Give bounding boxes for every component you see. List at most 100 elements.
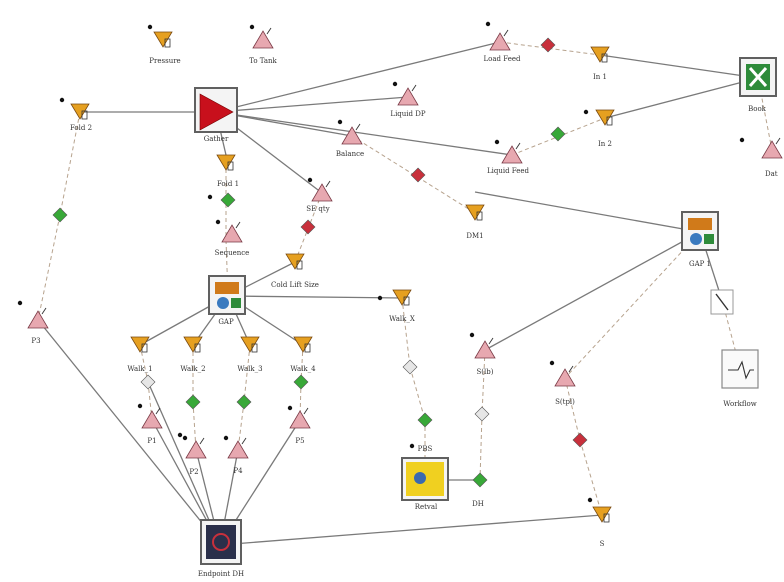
up-node-arrow [503, 29, 509, 37]
connector-line [479, 413, 483, 481]
marker-dot [249, 24, 255, 30]
connector-line [37, 319, 221, 546]
up-node-icon [761, 140, 783, 159]
connector-line [481, 349, 486, 415]
down-node-icon [595, 109, 615, 126]
down-node-icon [240, 336, 260, 353]
up-node-arrow [568, 365, 574, 373]
marker-dot [182, 435, 188, 441]
gap-icon-top [215, 282, 239, 294]
down-node-tail [403, 296, 410, 306]
up-node-icon [221, 224, 243, 243]
label-in1: In 1 [593, 73, 607, 81]
up-node-arrow [41, 307, 47, 315]
down-node-icon [130, 336, 150, 353]
label-walkx: Walk_X [389, 315, 415, 323]
up-node-arrow [155, 407, 161, 415]
up-node-icon [141, 410, 163, 429]
connector-line [215, 96, 409, 113]
diamond-icon [472, 472, 488, 488]
gap-icon-block [704, 234, 714, 244]
label-balance: Balance [335, 150, 365, 158]
label-walk4: Walk_4 [290, 365, 316, 373]
label-walk3: Walk_3 [237, 365, 263, 373]
up-node-arrow [411, 84, 417, 92]
label-gap: GAP [218, 318, 234, 326]
connector-line [604, 77, 759, 119]
connector-line [219, 514, 603, 546]
label-fold-1: Fold 1 [216, 180, 240, 188]
gap-icon-person [690, 233, 702, 245]
down-node-tail [601, 53, 608, 63]
up-node-arrow [488, 337, 494, 345]
marker-dot [207, 194, 213, 200]
diamond-icon [540, 37, 556, 53]
label-gap1: GAP 1 [688, 260, 712, 268]
gap-node [208, 275, 246, 315]
connector-line [215, 41, 501, 113]
marker-dot [307, 177, 313, 183]
diamond-icon [402, 359, 418, 375]
gap-icon-person [217, 297, 229, 309]
up-node-arrow [775, 137, 781, 145]
connector-line [237, 401, 245, 451]
up-node-icon [227, 440, 249, 459]
marker-dot [59, 97, 65, 103]
diamond-icon [410, 167, 426, 183]
label-pressure: Pressure [149, 57, 181, 65]
connector-line [599, 54, 759, 79]
marker-dot [494, 139, 500, 145]
up-node-arrow [266, 27, 272, 35]
label-se-qty: SE qty [306, 205, 330, 213]
diamond-icon [220, 192, 236, 208]
down-node-tail [304, 343, 311, 353]
down-node-icon [592, 506, 612, 523]
up-node-icon [554, 368, 576, 387]
diamond-icon [417, 412, 433, 428]
marker-dot [17, 300, 23, 306]
label-p4: P4 [233, 467, 243, 475]
label-book: Book [748, 105, 766, 113]
down-node-icon [293, 336, 313, 353]
marker-dot [469, 332, 475, 338]
connector-line [409, 366, 426, 421]
gap-icon-top [688, 218, 712, 230]
marker-dot [587, 497, 593, 503]
down-node-tail [251, 343, 258, 353]
connector-line [215, 111, 353, 137]
marker-dot [337, 119, 343, 125]
marker-dot [177, 432, 183, 438]
label-walk2: Walk_2 [180, 365, 206, 373]
connector-line [139, 344, 149, 383]
label-dh: DH [472, 500, 484, 508]
marker-dot [549, 360, 555, 366]
label-s: S [599, 540, 605, 548]
up-node-icon [341, 126, 363, 145]
label-cold-lift: Cold Lift Size [271, 281, 319, 289]
connector-line [757, 77, 773, 151]
label-endpoint: Endpoint DH [197, 570, 245, 578]
marker-dot [409, 443, 415, 449]
marker-dot [223, 435, 229, 441]
workflow-node [721, 349, 759, 389]
workflow-icon [728, 360, 754, 380]
up-node-arrow [325, 180, 331, 188]
label-dat: Dat [765, 170, 778, 178]
down-node-icon [183, 336, 203, 353]
excel-x-mark [748, 67, 768, 87]
up-node-arrow [235, 221, 241, 229]
connector-line [225, 239, 229, 297]
up-node-arrow [303, 407, 309, 415]
up-node-icon [27, 310, 49, 329]
connector-line [192, 401, 197, 451]
label-fold-2: Fold 2 [69, 124, 93, 132]
up-node-icon [252, 30, 274, 49]
marker-dot [377, 295, 383, 301]
marker-dot [287, 405, 293, 411]
label-to-tank: To Tank [249, 57, 277, 65]
up-node-icon [474, 340, 496, 359]
label-pbs: PBS [417, 445, 433, 453]
diamond-icon [550, 126, 566, 142]
gap-icon-block [231, 298, 241, 308]
